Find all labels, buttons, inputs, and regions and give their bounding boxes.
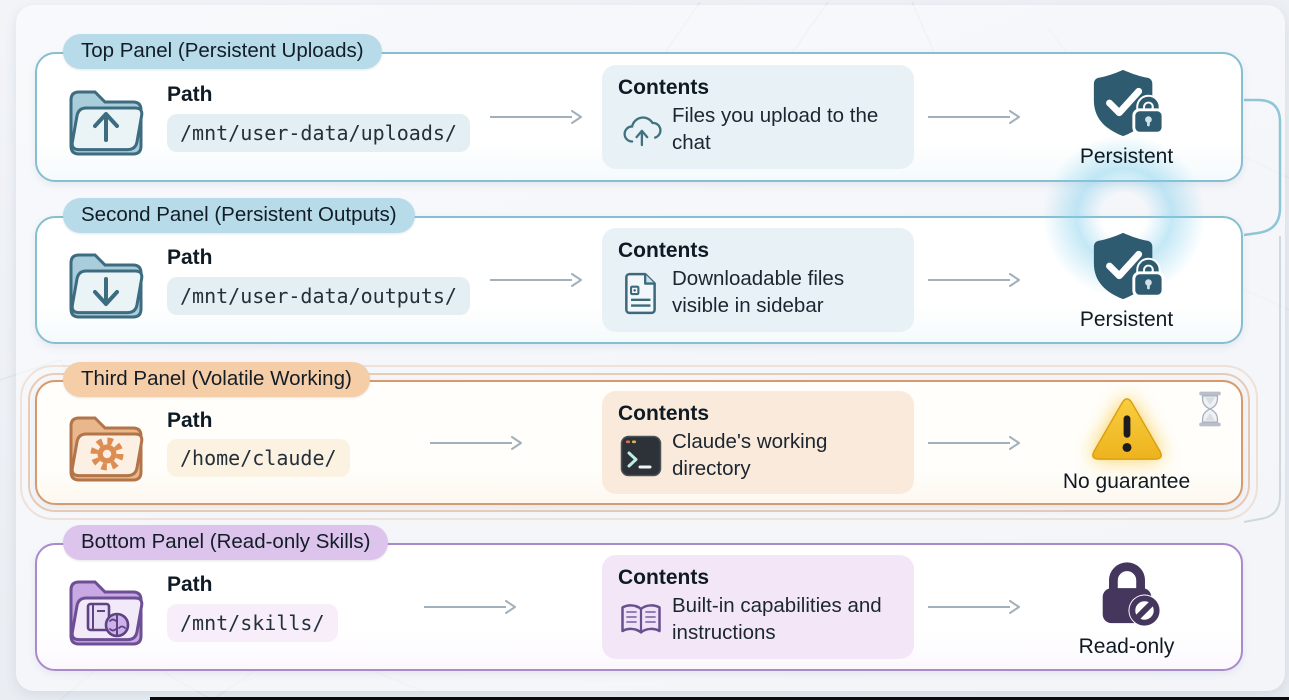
arrow-right-icon (488, 110, 584, 124)
panel-title-pill: Top Panel (Persistent Uploads) (63, 34, 382, 69)
path-value: /mnt/user-data/outputs/ (167, 276, 470, 315)
contents-label: Contents (618, 401, 709, 425)
path-value: /mnt/skills/ (167, 603, 338, 642)
path-label: Path (167, 83, 213, 107)
arrow-wrap (914, 110, 1034, 124)
contents-box: Contents Built-in capabilities and instr… (602, 555, 914, 659)
path-label: Path (167, 246, 213, 270)
contents-text: Files you upload to the chat (672, 104, 879, 155)
panel-title: Second Panel (Persistent Outputs) (81, 203, 397, 226)
panel-title-pill: Bottom Panel (Read-only Skills) (63, 525, 389, 560)
open-book-icon (618, 602, 664, 638)
path-label: Path (167, 573, 213, 597)
arrow-wrap (350, 435, 602, 450)
path-value: /mnt/user-data/uploads/ (167, 113, 470, 152)
path-block: Path /mnt/skills/ (167, 572, 338, 642)
arrow-wrap (914, 435, 1034, 450)
panel-top-uploads: Top Panel (Persistent Uploads) Path /mnt… (35, 34, 1243, 182)
arrow-right-icon (422, 600, 518, 614)
panel-title: Top Panel (Persistent Uploads) (81, 39, 364, 62)
status-label: Read-only (1078, 634, 1175, 658)
arrow-right-icon (926, 110, 1022, 124)
arrow-right-icon (488, 273, 584, 287)
status-block: Read-only (1034, 556, 1219, 659)
arrow-wrap (470, 273, 602, 287)
panel-second-outputs: Second Panel (Persistent Outputs) Path /… (35, 198, 1243, 344)
contents-box: Contents Claude's working directory (602, 390, 914, 495)
arrow-wrap (338, 600, 603, 614)
folder-upload-icon (59, 76, 151, 158)
hourglass-icon (1195, 390, 1225, 428)
warning-triangle-icon (1090, 391, 1164, 467)
path-label: Path (167, 408, 213, 432)
contents-label: Contents (618, 76, 709, 100)
status-block: Persistent (1034, 229, 1219, 332)
panel-title: Bottom Panel (Read-only Skills) (81, 530, 371, 553)
arrow-right-icon (428, 435, 524, 450)
path-block: Path /mnt/user-data/uploads/ (167, 82, 470, 152)
document-icon (618, 271, 664, 315)
arrow-right-icon (926, 600, 1022, 614)
contents-text: Claude's working directory (672, 429, 828, 480)
shield-check-lock-icon (1086, 66, 1168, 142)
contents-box: Contents Downloadable files visible in s… (602, 228, 914, 332)
bottom-edge-bar (150, 697, 1289, 700)
folder-gear-icon (59, 402, 151, 484)
path-block: Path /mnt/user-data/outputs/ (167, 245, 470, 315)
contents-label: Contents (618, 239, 709, 263)
path-value: /home/claude/ (167, 439, 350, 478)
contents-text: Built-in capabilities and instructions (672, 594, 882, 645)
arrow-wrap (914, 600, 1034, 614)
contents-text: Downloadable files visible in sidebar (672, 267, 845, 318)
status-label: No guarantee (1062, 470, 1191, 493)
contents-box: Contents Files you upload to the chat (602, 65, 914, 169)
panel-title-pill: Second Panel (Persistent Outputs) (63, 198, 415, 233)
panel-row: Path /mnt/skills/ Contents (37, 545, 1241, 669)
arrow-wrap (914, 273, 1034, 287)
contents-label: Contents (618, 566, 709, 590)
status-label: Persistent (1079, 144, 1174, 168)
lock-prohibited-icon (1092, 556, 1162, 632)
terminal-icon (618, 435, 664, 477)
shield-check-lock-icon (1086, 229, 1168, 305)
path-block: Path /home/claude/ (167, 408, 350, 478)
status-block: No guarantee (1034, 391, 1219, 494)
arrow-right-icon (926, 435, 1022, 450)
folder-download-icon (59, 239, 151, 321)
panel-third-working: Third Panel (Volatile Working) (20, 362, 1258, 520)
panel-bottom-skills: Bottom Panel (Read-only Skills) Path /mn… (35, 525, 1243, 671)
status-label: Persistent (1079, 307, 1174, 331)
arrow-wrap (470, 110, 602, 124)
panel-title-pill: Third Panel (Volatile Working) (63, 362, 370, 397)
status-block: Persistent (1034, 66, 1219, 169)
arrow-right-icon (926, 273, 1022, 287)
panel-row: Path /mnt/user-data/uploads/ Contents (37, 54, 1241, 180)
panel-row: Path /home/claude/ Contents (37, 382, 1241, 503)
folder-skills-icon (59, 566, 151, 648)
panel-row: Path /mnt/user-data/outputs/ Contents (37, 218, 1241, 342)
cloud-upload-icon (618, 111, 664, 149)
panel-title: Third Panel (Volatile Working) (81, 367, 352, 390)
